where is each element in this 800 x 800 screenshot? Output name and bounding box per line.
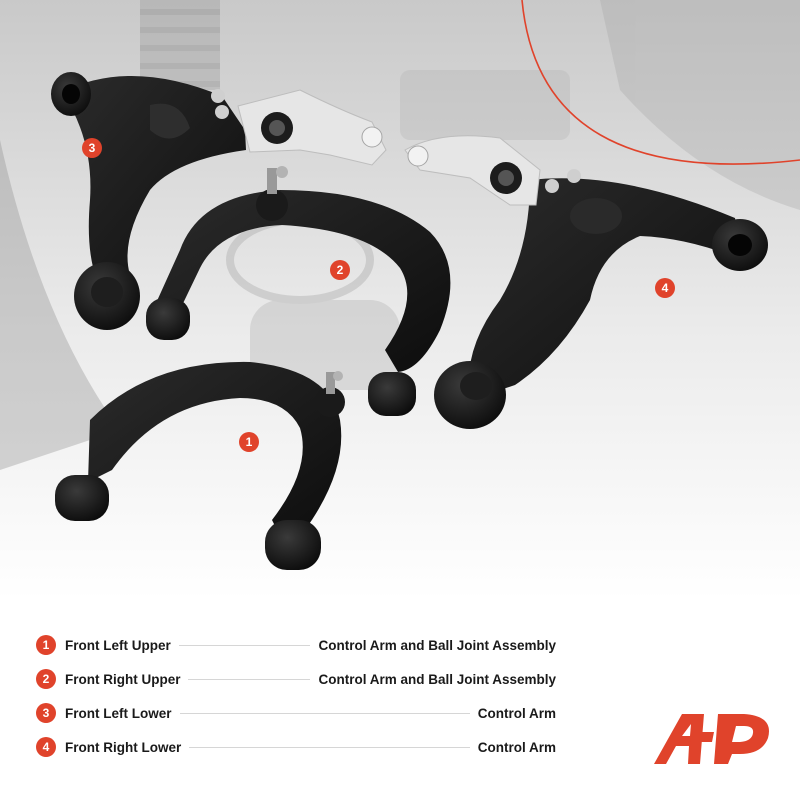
legend-number-badge: 2 — [36, 669, 56, 689]
legend-row-1: 1 Front Left Upper Control Arm and Ball … — [36, 628, 556, 662]
svg-text:1: 1 — [246, 435, 253, 449]
brand-logo-icon — [652, 710, 776, 766]
legend-number-badge: 4 — [36, 737, 56, 757]
legend-number-badge: 1 — [36, 635, 56, 655]
legend-description: Control Arm and Ball Joint Assembly — [318, 637, 556, 653]
legend-position: Front Left Upper — [65, 637, 171, 653]
legend-leader-line — [189, 746, 470, 748]
background-suspension — [0, 0, 800, 470]
svg-text:2: 2 — [337, 263, 344, 277]
product-illustration: 3 2 4 1 — [0, 0, 800, 600]
badge-part-4: 4 — [655, 278, 675, 298]
parts-legend: 1 Front Left Upper Control Arm and Ball … — [36, 628, 556, 764]
badge-part-3: 3 — [82, 138, 102, 158]
part-2-front-right-upper-arm — [146, 166, 451, 416]
badge-part-2: 2 — [330, 260, 350, 280]
legend-position: Front Left Lower — [65, 705, 172, 721]
part-3-front-left-lower-arm — [51, 72, 387, 330]
badge-part-1: 1 — [239, 432, 259, 452]
legend-leader-line — [178, 644, 311, 646]
legend-description: Control Arm and Ball Joint Assembly — [318, 671, 556, 687]
legend-description: Control Arm — [477, 705, 556, 721]
legend-leader-line — [179, 712, 470, 714]
legend-position: Front Right Upper — [65, 671, 181, 687]
legend-row-2: 2 Front Right Upper Control Arm and Ball… — [36, 662, 556, 696]
legend-position: Front Right Lower — [65, 739, 182, 755]
svg-text:3: 3 — [89, 141, 96, 155]
legend-row-4: 4 Front Right Lower Control Arm — [36, 730, 556, 764]
legend-leader-line — [188, 678, 311, 680]
legend-row-3: 3 Front Left Lower Control Arm — [36, 696, 556, 730]
product-photo: 3 2 4 1 — [0, 0, 800, 600]
part-1-front-left-upper-arm — [55, 361, 345, 570]
legend-number-badge: 3 — [36, 703, 56, 723]
red-accent-line — [521, 0, 800, 165]
part-4-front-right-lower-arm — [404, 135, 768, 429]
svg-text:4: 4 — [662, 281, 669, 295]
legend-description: Control Arm — [477, 739, 556, 755]
